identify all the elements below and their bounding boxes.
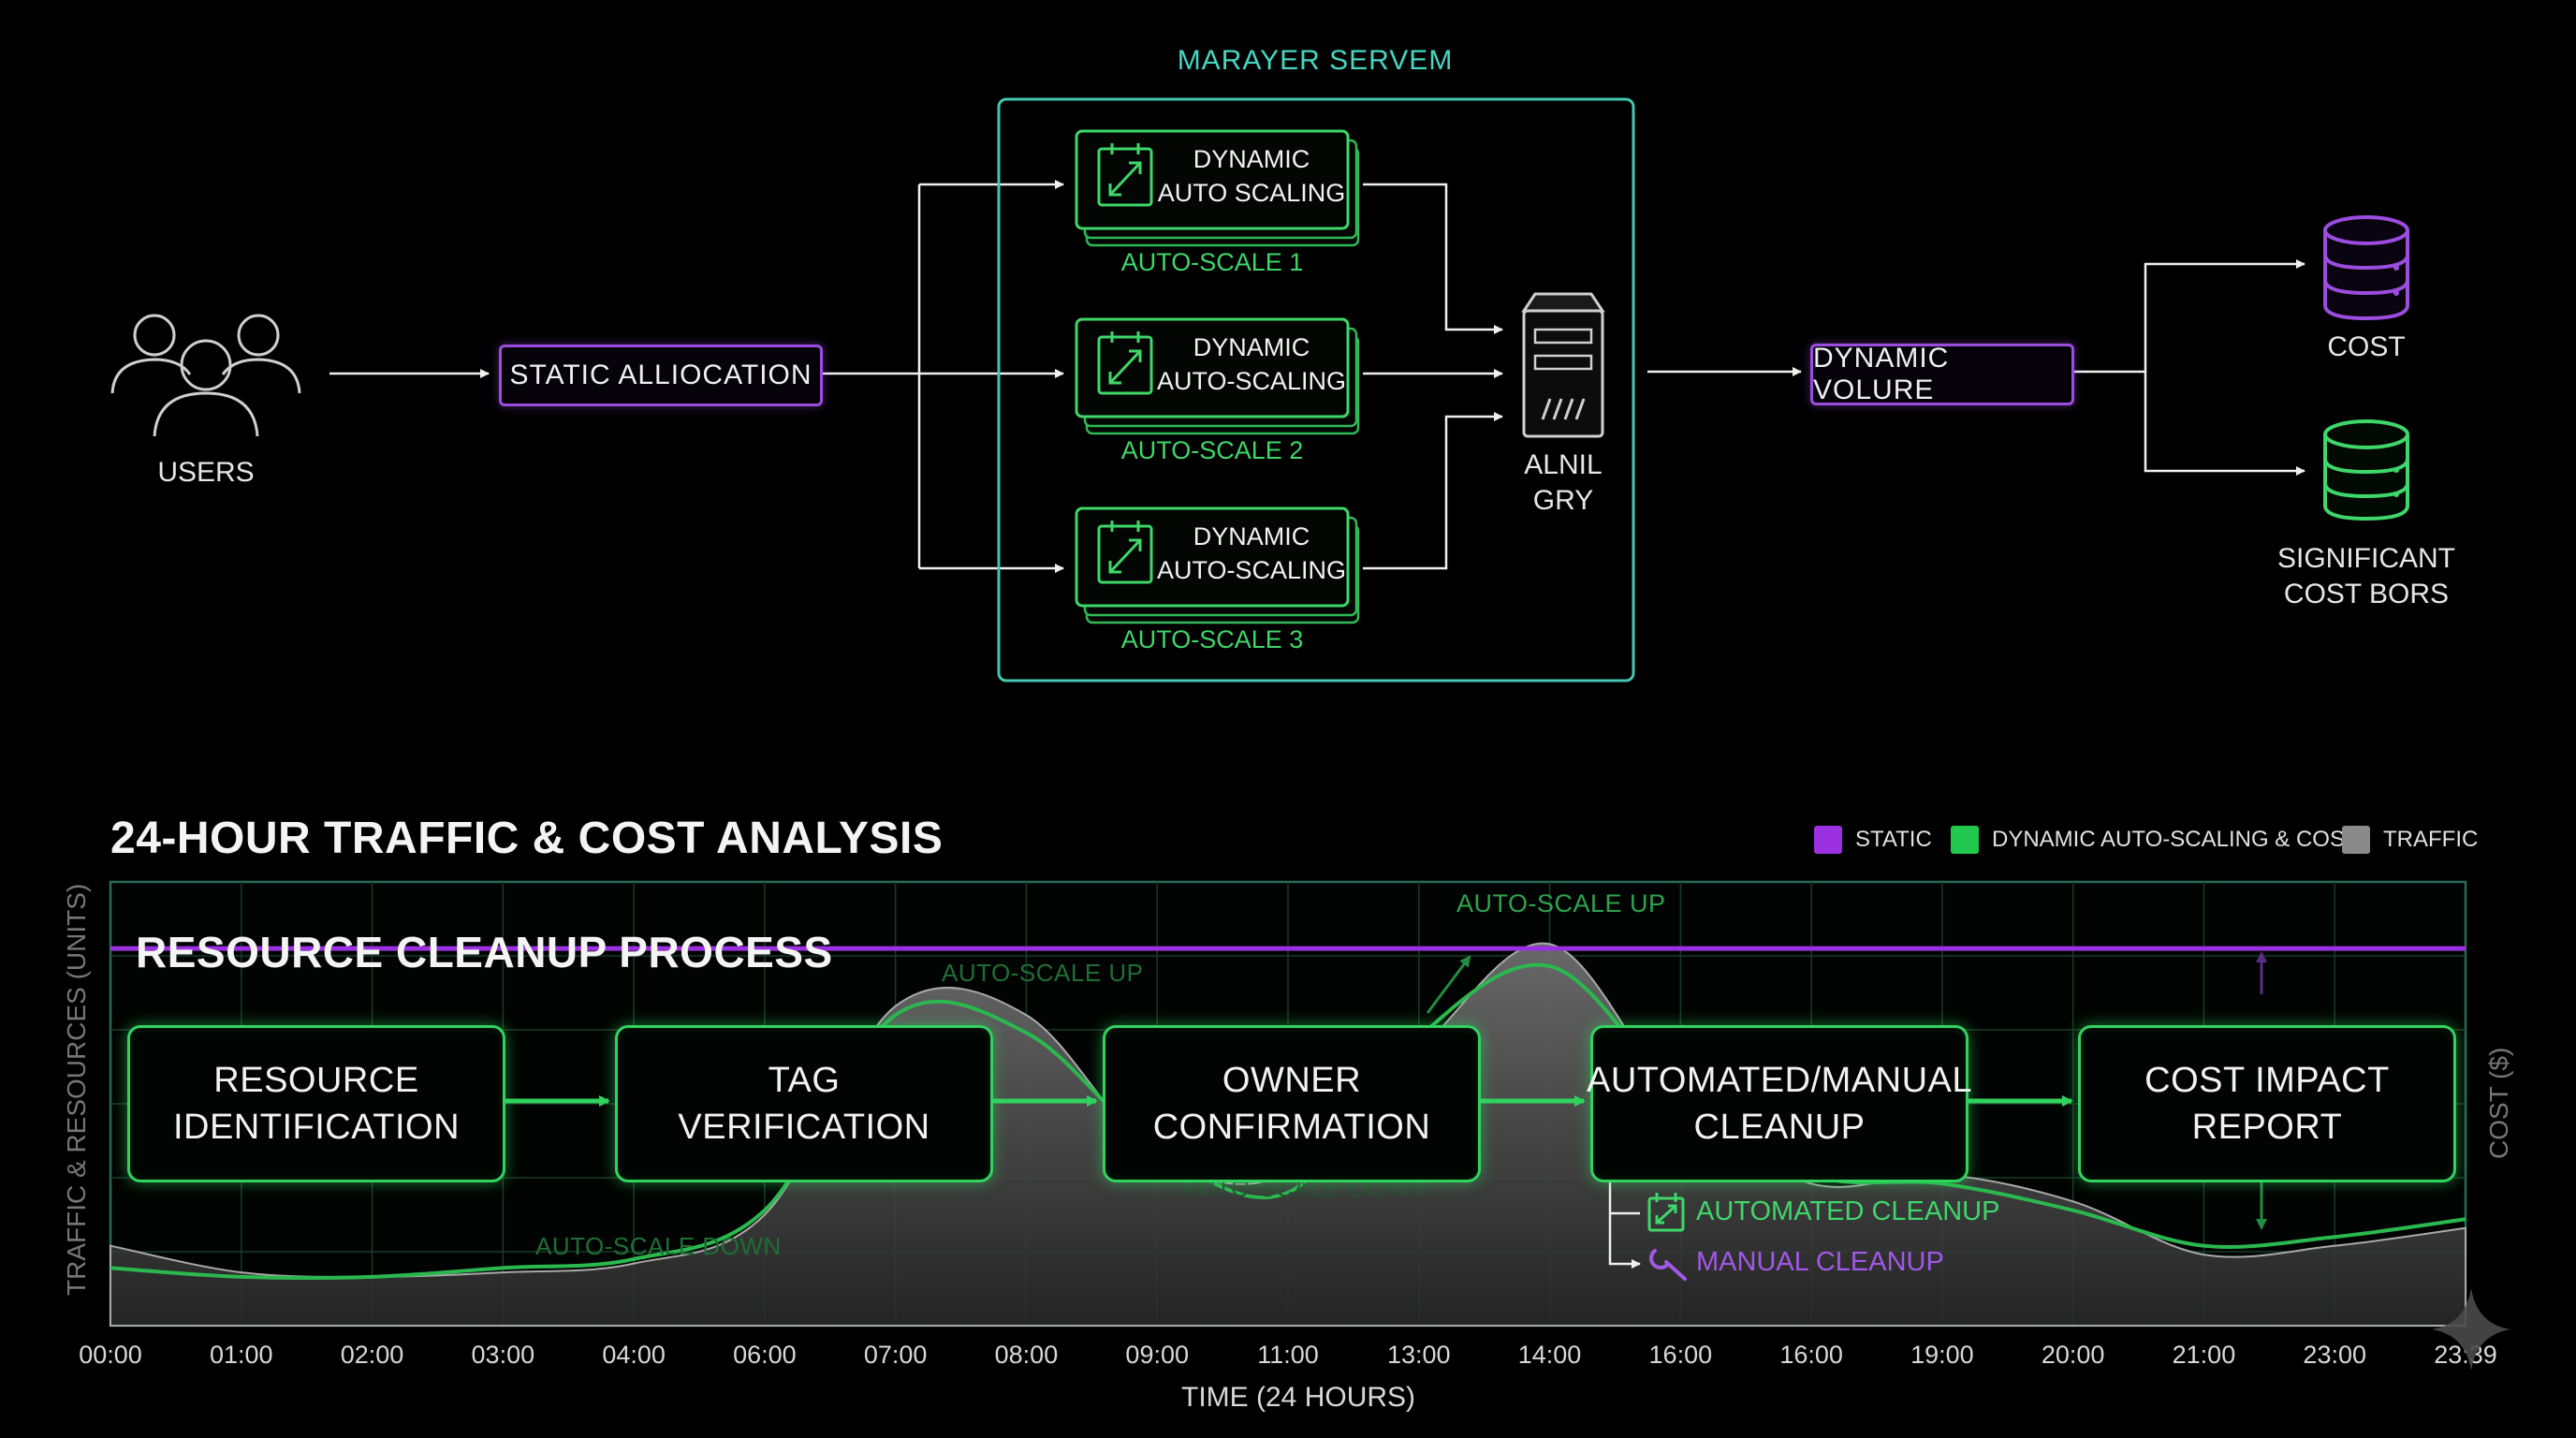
manual-cleanup-label[interactable]: MANUAL CLEANUP — [1696, 1247, 1944, 1277]
x-tick-label: 14:00 — [1517, 1341, 1582, 1369]
users-icon — [110, 314, 301, 437]
x-tick-label: 23:00 — [2303, 1341, 2367, 1369]
step-3-line1: OWNER — [1222, 1061, 1362, 1100]
x-tick-label: 16:00 — [1779, 1341, 1843, 1369]
step-2-line1: TAG — [768, 1061, 841, 1100]
cluster-title: MARAYER SERVEM — [1177, 45, 1454, 76]
x-tick-label: 20:00 — [2041, 1341, 2105, 1369]
autoscaler-2-caption: AUTO-SCALE 2 — [1120, 436, 1304, 464]
step-4-line1: AUTOMATED/MANUAL — [1587, 1061, 1972, 1100]
x-tick-label: 11:00 — [1257, 1341, 1319, 1369]
annotation-scale-up-1: AUTO-SCALE UP — [942, 959, 1144, 987]
cost-database-icon — [2323, 215, 2409, 321]
process-title: RESOURCE CLEANUP PROCESS — [136, 928, 833, 976]
annotation-scale-down-1: AUTO-SCALE DOWN — [535, 1232, 782, 1260]
x-tick-label: 09:00 — [1125, 1341, 1190, 1369]
significant-cost-line2: COST BORS — [2283, 579, 2450, 609]
annotation-scale-up-2: AUTO-SCALE UP — [1456, 889, 1666, 917]
automated-cleanup-label[interactable]: AUTOMATED CLEANUP — [1696, 1196, 2000, 1226]
legend-static-label: STATIC — [1855, 827, 1932, 852]
autoscaler-3-text[interactable]: DYNAMIC AUTO-SCALING — [1153, 520, 1350, 587]
significant-cost-line1: SIGNIFICANT — [2276, 543, 2455, 574]
step-automated-manual-cleanup[interactable]: AUTOMATED/MANUAL CLEANUP — [1587, 1025, 1972, 1182]
cleanup-branch — [1608, 1177, 1641, 1269]
autoscaler-3-caption: AUTO-SCALE 3 — [1120, 625, 1304, 653]
autoscaler-cards — [1075, 129, 1360, 624]
step-resource-identification[interactable]: RESOURCE IDENTIFICATION — [127, 1025, 505, 1182]
automated-cleanup-icon — [1647, 1193, 1685, 1232]
step-2-line2: VERIFICATION — [678, 1108, 930, 1147]
step-cost-impact-report[interactable]: COST IMPACT REPORT — [2078, 1025, 2456, 1182]
dynamic-series-line — [110, 962, 2466, 1281]
x-tick-label: 16:00 — [1648, 1341, 1713, 1369]
users-label: USERS — [157, 457, 255, 488]
static-allocation-box[interactable]: STATIC ALLIOCATION — [499, 345, 823, 406]
x-tick-label: 07:00 — [863, 1341, 928, 1369]
legend-traffic-swatch — [2342, 826, 2370, 854]
legend-traffic: TRAFFIC — [2342, 826, 2478, 854]
x-tick-label: 01:00 — [209, 1341, 273, 1369]
x-tick-label: 13:00 — [1386, 1341, 1451, 1369]
legend-dynamic-swatch — [1951, 826, 1979, 854]
step-5-line1: COST IMPACT — [2144, 1061, 2390, 1100]
x-tick-label: 06:00 — [733, 1341, 797, 1369]
legend-traffic-label: TRAFFIC — [2383, 827, 2479, 852]
step-tag-verification[interactable]: TAG VERIFICATION — [615, 1025, 993, 1182]
autoscaler-1-line1: DYNAMIC — [1193, 145, 1310, 173]
cluster-box — [997, 97, 1635, 682]
server-icon — [1521, 292, 1605, 438]
step-1-line1: RESOURCE — [213, 1061, 419, 1100]
x-tick-label: 03:00 — [471, 1341, 535, 1369]
dynamic-volume-box[interactable]: DYNAMIC VOLURE — [1810, 343, 2074, 405]
significant-cost-label: SIGNIFICANT COST BORS — [2235, 541, 2497, 612]
analysis-title: 24-HOUR TRAFFIC & COST ANALYSIS — [110, 814, 944, 863]
dynamic-volume-label: DYNAMIC VOLURE — [1813, 343, 1950, 405]
legend-static-swatch — [1814, 826, 1842, 854]
manual-cleanup-icon — [1649, 1249, 1687, 1281]
legend-dynamic-label: DYNAMIC AUTO-SCALING & COST — [1992, 827, 2359, 852]
autoscaler-1-line2: AUTO SCALING — [1157, 179, 1346, 207]
autoscaler-2-text[interactable]: DYNAMIC AUTO-SCALING — [1153, 330, 1350, 398]
legend-dynamic: DYNAMIC AUTO-SCALING & COST — [1951, 826, 2359, 854]
x-tick-label: 19:00 — [1910, 1341, 1974, 1369]
autoscaler-1-caption: AUTO-SCALE 1 — [1120, 248, 1304, 276]
step-5-line2: REPORT — [2191, 1108, 2343, 1147]
server-label: ALNIL GRY — [1488, 448, 1638, 519]
sparkle-icon — [2432, 1288, 2510, 1371]
autoscaler-2-line2: AUTO-SCALING — [1156, 367, 1347, 395]
significant-cost-database-icon — [2323, 419, 2409, 521]
x-tick-label: 21:00 — [2172, 1341, 2236, 1369]
step-3-line2: CONFIRMATION — [1152, 1108, 1431, 1147]
x-tick-label: 00:00 — [79, 1341, 142, 1369]
cost-label: COST — [2327, 331, 2406, 362]
server-label-line2: GRY — [1532, 485, 1594, 516]
x-tick-label: 08:00 — [994, 1341, 1059, 1369]
static-allocation-label: STATIC ALLIOCATION — [509, 360, 812, 390]
autoscaler-1-text[interactable]: DYNAMIC AUTO SCALING — [1153, 142, 1350, 210]
server-label-line1: ALNIL — [1524, 449, 1603, 480]
autoscaler-3-line2: AUTO-SCALING — [1156, 556, 1347, 584]
step-owner-confirmation[interactable]: OWNER CONFIRMATION — [1103, 1025, 1481, 1182]
x-tick-label: 04:00 — [602, 1341, 666, 1369]
autoscaler-2-line1: DYNAMIC — [1193, 333, 1310, 361]
x-axis-title: TIME (24 HOURS) — [1181, 1382, 1416, 1413]
legend-static: STATIC — [1814, 826, 1932, 854]
x-tick-label: 02:00 — [340, 1341, 404, 1369]
step-1-line2: IDENTIFICATION — [172, 1108, 461, 1147]
scale-up-arrow — [1426, 955, 1471, 1014]
autoscaler-3-line1: DYNAMIC — [1193, 522, 1310, 550]
step-4-line2: CLEANUP — [1693, 1108, 1866, 1147]
